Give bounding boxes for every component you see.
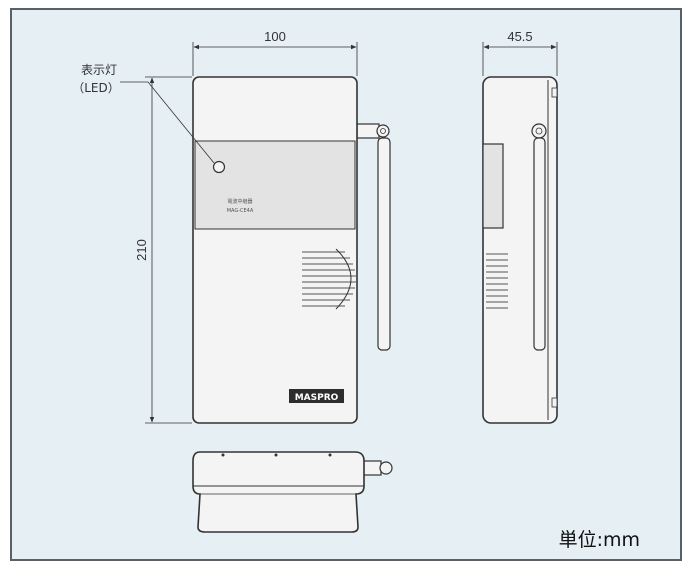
bottom-view	[192, 451, 393, 533]
side-vent	[486, 253, 508, 309]
speaker-grille	[302, 251, 356, 307]
side-antenna	[531, 123, 547, 351]
width-dimension: 100	[192, 29, 358, 76]
led-callout-label: 表示灯	[81, 63, 117, 77]
front-antenna	[356, 123, 391, 351]
bottom-body	[192, 451, 365, 533]
bottom-antenna	[360, 460, 393, 476]
height-value: 210	[134, 239, 149, 261]
width-value: 100	[264, 29, 286, 44]
front-body	[192, 76, 358, 424]
panel-line-2: MAG-CE4A	[227, 208, 254, 214]
height-dimension: 210	[134, 76, 192, 424]
panel-line-1: 電波中継器	[227, 198, 252, 205]
side-clip	[482, 143, 504, 229]
front-view: 電波中継器 MAG-CE4A MASPRO	[192, 76, 391, 424]
unit-label: 単位:mm	[559, 529, 640, 551]
front-label-panel	[194, 140, 356, 230]
brand-logo: MASPRO	[295, 393, 339, 403]
side-view	[482, 76, 558, 424]
brand-logo-box	[289, 389, 344, 403]
depth-value: 45.5	[507, 29, 532, 44]
led-indicator	[212, 160, 226, 174]
depth-dimension: 45.5	[482, 29, 558, 76]
led-callout-sublabel: （LED）	[72, 81, 120, 95]
led-callout: 表示灯 （LED）	[72, 63, 215, 164]
